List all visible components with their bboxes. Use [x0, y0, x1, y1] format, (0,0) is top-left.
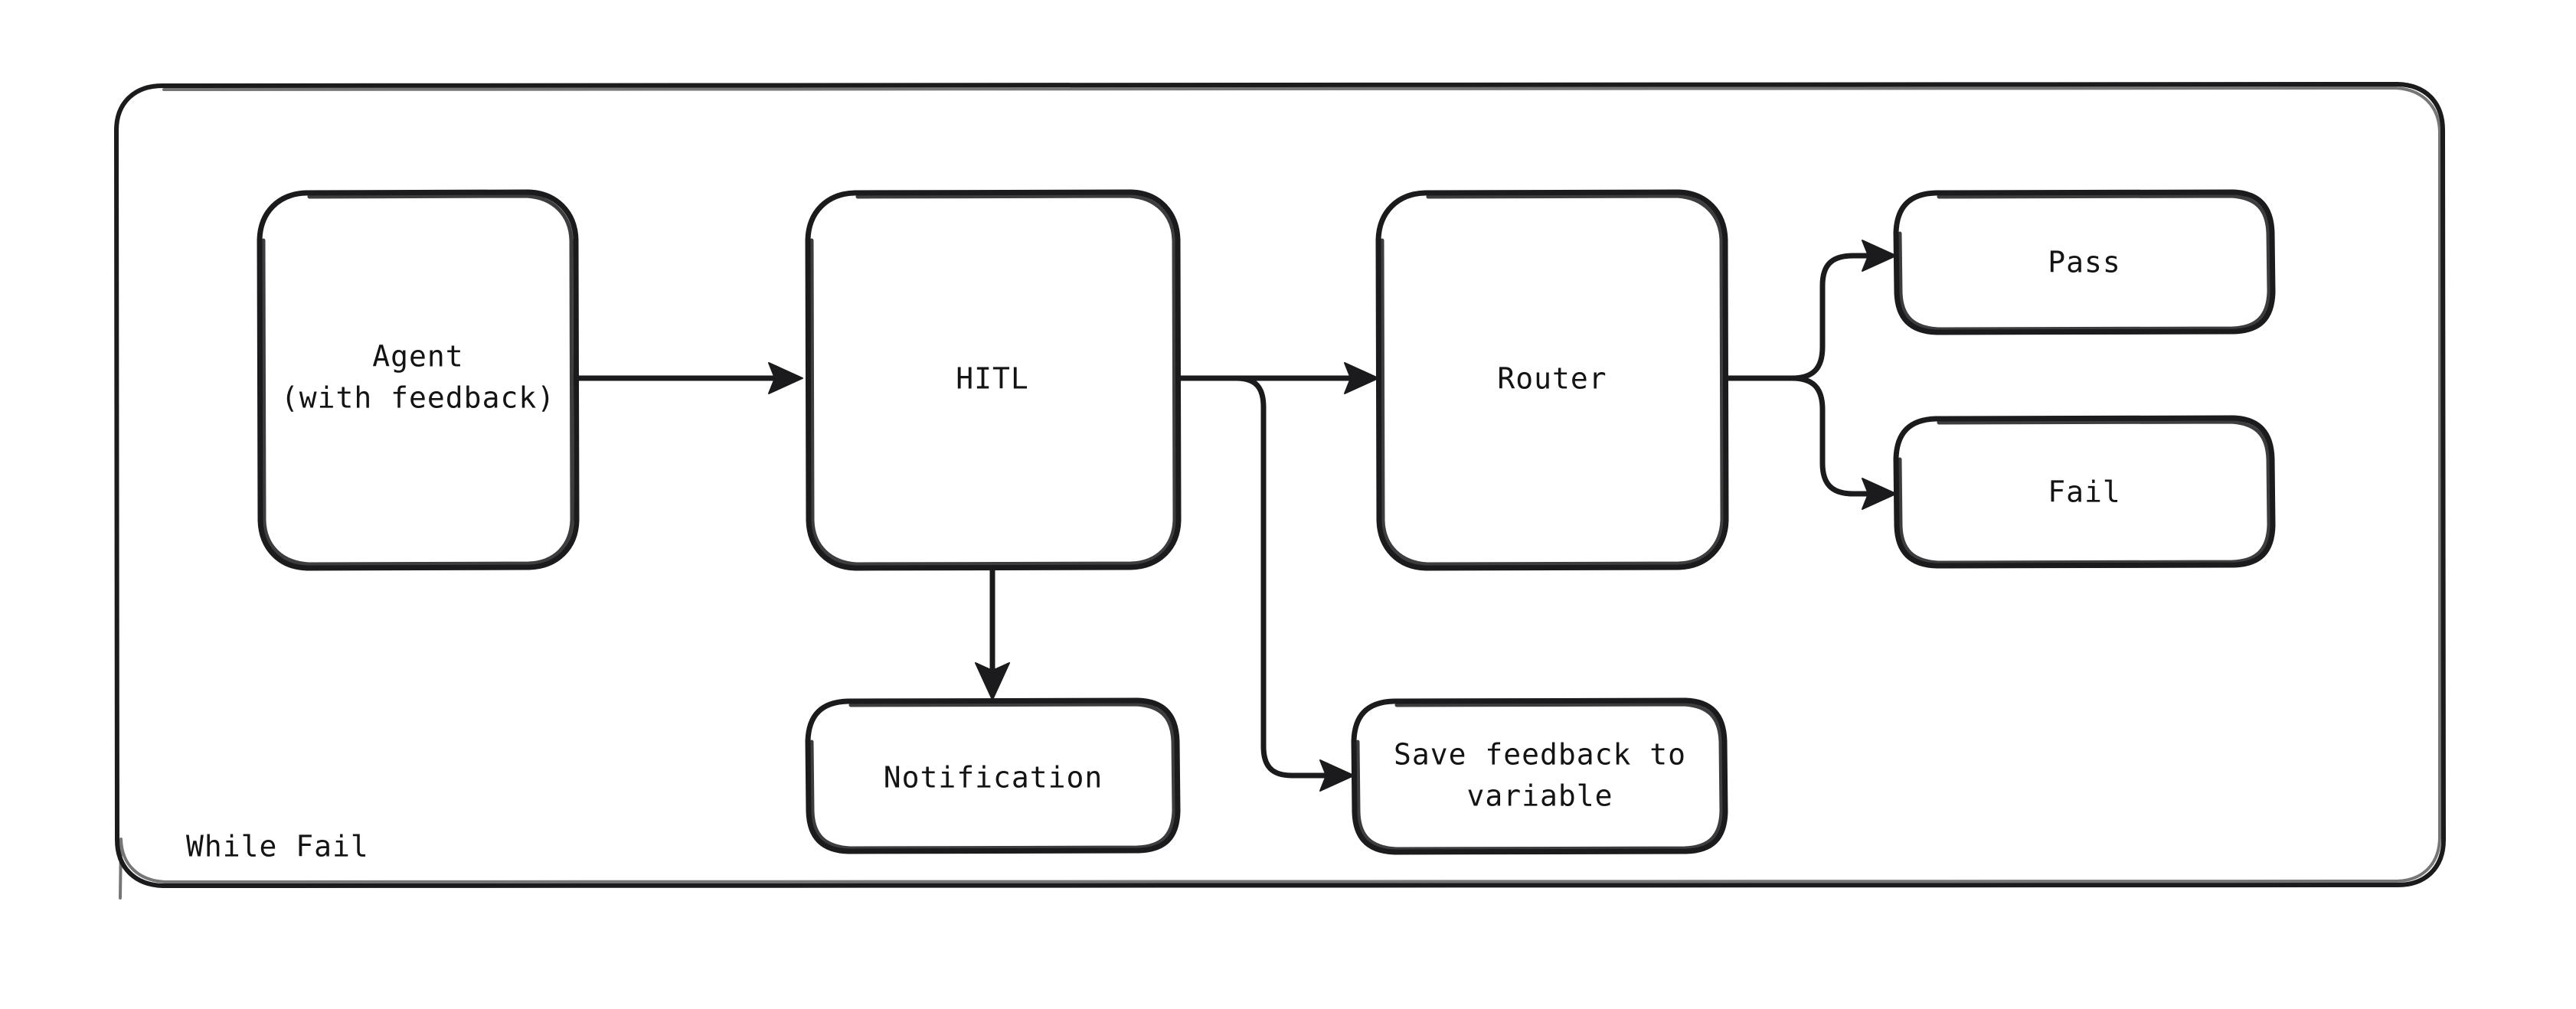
- edge-router-to-fail[interactable]: [1722, 375, 1897, 510]
- cluster-label-while-fail: While Fail: [186, 830, 369, 864]
- node-notification-shape-sketch: [809, 702, 1176, 851]
- node-hitl-shape-sketch: [809, 194, 1177, 567]
- node-notification[interactable]: Notification: [805, 697, 1181, 854]
- node-hitl[interactable]: HITL: [805, 189, 1182, 571]
- node-hitl-label: HITL: [956, 362, 1029, 396]
- node-save-feedback-shape: [1351, 697, 1728, 855]
- edge-line: [1722, 253, 1873, 381]
- arrowhead-icon: [1862, 478, 1897, 510]
- node-pass-shape: [1893, 189, 2276, 335]
- node-fail[interactable]: Fail: [1893, 415, 2276, 569]
- edge-router-to-pass[interactable]: [1722, 240, 1897, 381]
- node-router-shape-sketch: [1380, 194, 1724, 567]
- node-save-feedback-shape-sketch: [1355, 702, 1724, 851]
- arrowhead-icon: [1319, 759, 1355, 792]
- node-router-label: Router: [1497, 362, 1607, 396]
- arrowhead-icon: [1862, 240, 1897, 272]
- cluster-border-sketch: [119, 87, 2441, 900]
- node-agent-shape-sketch: [261, 194, 574, 567]
- edge-hitl-to-save-feedback[interactable]: [1175, 375, 1355, 792]
- cluster-while-fail[interactable]: While Fail: [114, 82, 2446, 900]
- cluster-border: [114, 82, 2446, 888]
- edge-hitl-to-notification[interactable]: [975, 565, 1010, 700]
- node-hitl-shape: [805, 189, 1182, 571]
- node-notification-label: Notification: [884, 761, 1103, 795]
- node-agent[interactable]: Agent (with feedback): [257, 189, 580, 571]
- node-pass-label: Pass: [2048, 246, 2121, 279]
- arrowhead-icon: [1344, 362, 1379, 394]
- node-save-feedback[interactable]: Save feedback to variable: [1351, 697, 1728, 855]
- arrowhead-icon: [975, 662, 1010, 700]
- node-notification-shape: [805, 697, 1181, 854]
- arrowhead-icon: [768, 362, 803, 394]
- node-agent-shape: [257, 189, 580, 571]
- edge-agent-to-hitl[interactable]: [574, 362, 803, 394]
- node-fail-shape-sketch: [1898, 420, 2271, 565]
- node-pass[interactable]: Pass: [1893, 189, 2276, 335]
- node-router[interactable]: Router: [1375, 189, 1729, 571]
- node-router-shape: [1375, 189, 1729, 571]
- node-fail-shape: [1893, 415, 2276, 569]
- node-pass-shape-sketch: [1898, 194, 2271, 331]
- node-save-feedback-label-line2: variable: [1466, 779, 1613, 813]
- edge-line: [1175, 375, 1334, 779]
- node-save-feedback-label-line1: Save feedback to: [1394, 738, 1686, 772]
- node-agent-label-line2: (with feedback): [281, 381, 555, 415]
- edge-line: [1722, 375, 1873, 497]
- node-fail-label: Fail: [2048, 475, 2121, 509]
- node-agent-label-line1: Agent: [372, 340, 463, 374]
